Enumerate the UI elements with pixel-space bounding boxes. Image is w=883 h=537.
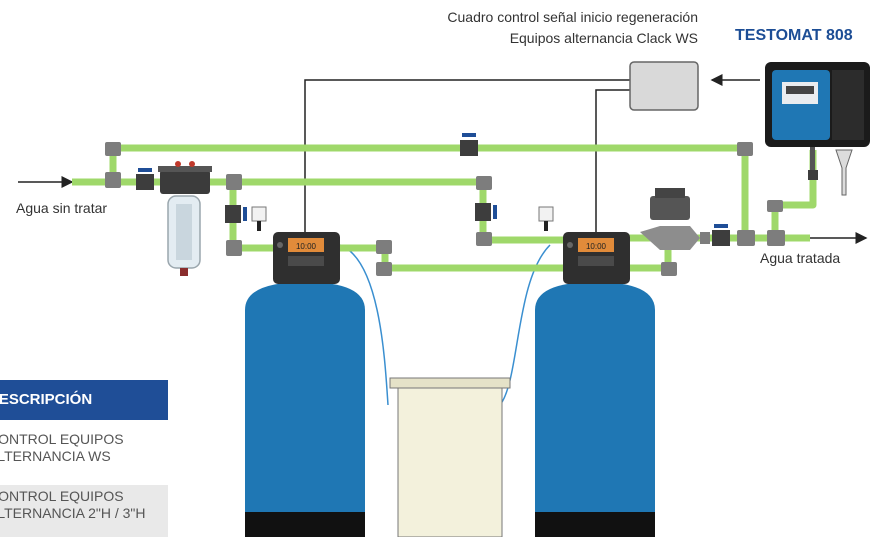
description-header-text: DESCRIPCIÓN	[0, 391, 93, 408]
signal-wires	[18, 74, 868, 244]
outlet-meter	[640, 188, 710, 250]
softener-tank-2	[535, 282, 655, 537]
valve-tank2-in	[475, 203, 497, 221]
pipe-mid	[233, 178, 565, 244]
control-box-label-line-1: Cuadro control señal inicio regeneración	[447, 9, 698, 25]
outlet-label: Agua tratada	[760, 250, 841, 266]
valve-outlet	[712, 224, 730, 246]
valve-sample	[808, 170, 818, 180]
description-table-row: CONTROL EQUIPOS ALTERNANCIA 2"H / 3"H	[0, 485, 168, 537]
row-1-line-2: ALTERNANCIA WS	[0, 448, 111, 464]
tank-controller-1	[273, 232, 340, 284]
power-sockets	[251, 206, 554, 231]
softener-tank-1	[245, 282, 365, 537]
description-table-row: CONTROL EQUIPOS ALTERNANCIA WS	[0, 428, 168, 478]
valve-tank1-in	[225, 205, 247, 223]
brine-tubes	[339, 244, 551, 406]
wire-right-controller	[595, 89, 630, 232]
valve-bypass	[460, 133, 478, 156]
control-box-label-line-2: Equipos alternancia Clack WS	[509, 30, 698, 46]
control-box	[629, 61, 699, 111]
timer-display-1: 10:00	[296, 242, 317, 251]
pipe-testomat-sample	[771, 150, 817, 238]
pipe-fittings	[105, 142, 785, 276]
timer-display-2: 10:00	[586, 242, 607, 251]
isolation-valves	[136, 133, 818, 246]
description-table-header: DESCRIPCIÓN	[0, 380, 168, 420]
testomat-analyzer	[765, 62, 870, 196]
tank-controller-2	[563, 232, 630, 284]
pipe-bypass-top	[109, 144, 749, 238]
testomat-brand-label: TESTOMAT 808	[735, 27, 853, 44]
inlet-label: Agua sin tratar	[16, 200, 108, 216]
row-2-line-2: ALTERNANCIA 2"H / 3"H	[0, 505, 146, 521]
row-1-line-1: CONTROL EQUIPOS	[0, 431, 124, 447]
valve-inlet	[136, 168, 154, 190]
inlet-filter	[158, 161, 212, 276]
brine-tank	[389, 377, 511, 537]
row-2-line-1: CONTROL EQUIPOS	[0, 488, 124, 504]
